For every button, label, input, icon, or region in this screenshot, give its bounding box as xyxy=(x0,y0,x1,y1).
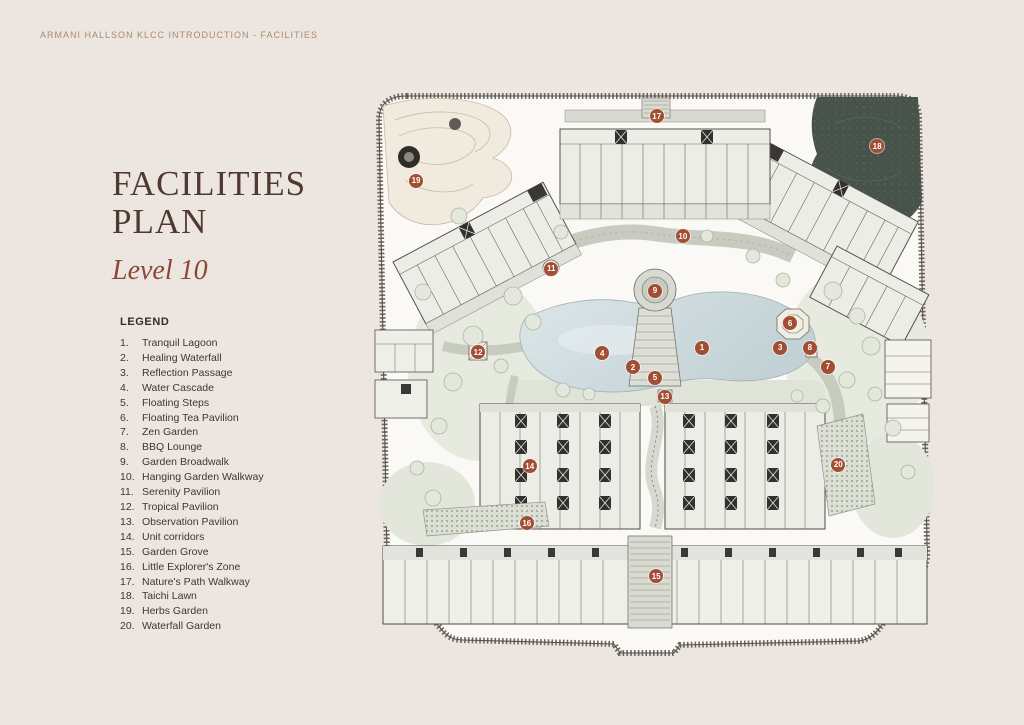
legend-item: 4.Water Cascade xyxy=(120,381,214,394)
legend-item: 11.Serenity Pavilion xyxy=(120,486,221,499)
legend-item: 19.Herbs Garden xyxy=(120,605,208,618)
legend-item: 1.Tranquil Lagoon xyxy=(120,337,218,349)
legend-item: 18.Taichi Lawn xyxy=(120,590,197,603)
mid-s-stair xyxy=(645,403,665,530)
plan-marker-14: 14 xyxy=(522,459,537,474)
legend-item: 13.Observation Pavilion xyxy=(120,515,239,528)
legend: LEGEND 1.Tranquil Lagoon 2.Healing Waterf… xyxy=(120,316,340,634)
legend-item: 20.Waterfall Garden xyxy=(120,620,221,633)
plan-marker-16: 16 xyxy=(519,516,534,531)
legend-item: 15.Garden Grove xyxy=(120,545,209,558)
page-subtitle-level: Level 10 xyxy=(112,255,208,286)
little-explorers-zone xyxy=(422,501,550,537)
left-service-blocks xyxy=(374,329,434,419)
page-title-block: FACILITIES PLAN Level 10 xyxy=(112,165,306,287)
legend-item: 17.Nature's Path Walkway xyxy=(120,575,250,588)
plan-marker-13: 13 xyxy=(657,389,672,404)
plan-marker-7: 7 xyxy=(820,359,835,374)
legend-item: 9.Garden Broadwalk xyxy=(120,456,229,469)
legend-item: 14.Unit corridors xyxy=(120,530,205,543)
left-wing-building xyxy=(392,181,582,335)
legend-item: 2.Healing Waterfall xyxy=(120,351,222,364)
plan-marker-10: 10 xyxy=(675,229,690,243)
legend-item: 16.Little Explorer's Zone xyxy=(120,560,241,573)
page-title-line1: FACILITIES xyxy=(112,164,307,203)
plan-marker-17: 17 xyxy=(649,109,664,124)
plan-marker-18: 18 xyxy=(870,139,885,154)
legend-item: 10.Hanging Garden Walkway xyxy=(120,471,264,484)
plan-marker-1: 1 xyxy=(694,340,709,355)
legend-item: 12.Tropical Pavilion xyxy=(120,500,219,513)
bottom-stair xyxy=(627,535,673,629)
plan-marker-4: 4 xyxy=(595,346,610,361)
legend-heading: LEGEND xyxy=(120,316,170,328)
plan-marker-9: 9 xyxy=(648,283,662,298)
legend-item: 5.Floating Steps xyxy=(120,396,210,409)
plan-marker-20: 20 xyxy=(831,457,846,472)
plan-marker-15: 15 xyxy=(649,569,664,584)
center-wing-building xyxy=(559,128,771,220)
facilities-plan-svg xyxy=(374,93,935,656)
plan-marker-19: 19 xyxy=(409,173,424,188)
legend-item: 8.BBQ Lounge xyxy=(120,441,203,454)
plan-marker-12: 12 xyxy=(471,345,486,360)
plan-marker-2: 2 xyxy=(625,360,640,375)
plan-marker-5: 5 xyxy=(648,370,662,385)
plan-marker-3: 3 xyxy=(773,340,788,355)
page-title-line2: PLAN xyxy=(112,202,208,241)
herbs-garden-area xyxy=(382,98,513,226)
plan-marker-6: 6 xyxy=(783,316,798,331)
floating-steps xyxy=(628,307,682,387)
plan-marker-11: 11 xyxy=(544,261,559,276)
lower-block-right xyxy=(664,403,826,530)
legend-item: 6.Floating Tea Pavilion xyxy=(120,411,239,424)
legend-list: 1.Tranquil Lagoon 2.Healing Waterfall 3.Re… xyxy=(120,336,340,634)
legend-item: 7.Zen Garden xyxy=(120,426,199,439)
waterfall-garden-zone xyxy=(816,413,876,517)
plan-marker-8: 8 xyxy=(802,340,817,355)
legend-item: 3.Reflection Passage xyxy=(120,366,233,379)
breadcrumb: ARMANI HALLSON KLCC INTRODUCTION - FACIL… xyxy=(40,30,319,40)
